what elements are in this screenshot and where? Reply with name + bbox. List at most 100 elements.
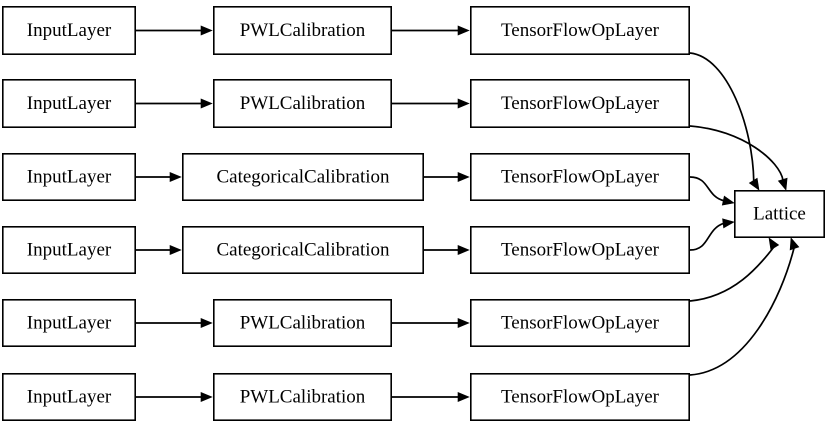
edge-op-5-to-lattice xyxy=(689,237,780,302)
edge-arrowhead xyxy=(169,244,182,256)
edge-input-3-to-calib-3 xyxy=(136,171,182,183)
node-lattice[interactable]: Lattice xyxy=(733,190,825,239)
edge-curve xyxy=(689,247,795,376)
node-box-calib-6 xyxy=(213,372,392,421)
node-label-calib-3: CategoricalCalibration xyxy=(216,166,390,187)
edge-arrowhead xyxy=(200,25,213,36)
node-box-op-5 xyxy=(469,298,690,347)
edge-arrowhead xyxy=(722,218,735,229)
node-input-3[interactable]: InputLayer xyxy=(1,153,136,202)
edge-arrowhead xyxy=(457,391,470,403)
node-label-input-2: InputLayer xyxy=(27,93,112,114)
node-box-input-3 xyxy=(1,153,136,202)
edge-input-4-to-calib-4 xyxy=(136,244,182,256)
edge-arrowhead xyxy=(748,177,760,191)
node-box-input-6 xyxy=(1,372,136,421)
edge-curve xyxy=(689,222,725,251)
edge-op-2-to-lattice xyxy=(689,125,788,191)
node-box-calib-5 xyxy=(213,298,392,347)
edge-op-6-to-lattice xyxy=(689,237,800,376)
edge-curve xyxy=(689,176,725,202)
node-label-op-4: TensorFlowOpLayer xyxy=(501,239,660,260)
node-label-lattice: Lattice xyxy=(753,203,806,224)
node-box-calib-1 xyxy=(213,6,392,56)
edge-calib-3-to-op-3 xyxy=(424,171,470,183)
edge-arrowhead xyxy=(169,171,182,183)
edge-arrowhead xyxy=(457,317,470,329)
edge-calib-4-to-op-4 xyxy=(424,244,470,256)
node-label-op-2: TensorFlowOpLayer xyxy=(501,93,660,114)
node-box-op-6 xyxy=(469,372,690,421)
node-box-calib-4 xyxy=(182,226,424,275)
node-box-lattice xyxy=(733,190,825,239)
node-label-calib-4: CategoricalCalibration xyxy=(216,239,390,260)
edge-calib-2-to-op-2 xyxy=(392,98,470,109)
node-box-input-1 xyxy=(1,6,136,56)
node-input-5[interactable]: InputLayer xyxy=(1,298,136,347)
node-box-op-4 xyxy=(469,226,690,275)
node-label-input-4: InputLayer xyxy=(27,239,112,260)
edge-arrowhead xyxy=(457,98,470,109)
edge-arrowhead xyxy=(777,177,788,191)
edge-arrowhead xyxy=(789,237,800,251)
edge-input-5-to-calib-5 xyxy=(136,317,213,329)
node-calib-4[interactable]: CategoricalCalibration xyxy=(182,226,424,275)
node-op-5[interactable]: TensorFlowOpLayer xyxy=(469,298,690,347)
node-op-2[interactable]: TensorFlowOpLayer xyxy=(469,79,690,129)
node-label-op-1: TensorFlowOpLayer xyxy=(501,20,660,41)
edge-arrowhead xyxy=(768,237,780,251)
edge-arrowhead xyxy=(200,391,213,403)
node-label-calib-1: PWLCalibration xyxy=(240,20,366,41)
edge-arrowhead xyxy=(457,25,470,36)
edges-layer xyxy=(136,25,800,403)
edge-input-1-to-calib-1 xyxy=(136,25,213,36)
node-label-calib-5: PWLCalibration xyxy=(240,312,366,333)
node-label-calib-2: PWLCalibration xyxy=(240,93,366,114)
edge-op-4-to-lattice xyxy=(689,218,735,251)
node-box-input-2 xyxy=(1,79,136,129)
node-calib-3[interactable]: CategoricalCalibration xyxy=(182,153,424,202)
node-box-calib-2 xyxy=(213,79,392,129)
node-label-op-5: TensorFlowOpLayer xyxy=(501,312,660,333)
edge-curve xyxy=(689,125,784,181)
node-box-op-1 xyxy=(469,6,690,56)
edge-input-6-to-calib-6 xyxy=(136,391,213,403)
node-op-1[interactable]: TensorFlowOpLayer xyxy=(469,6,690,56)
edge-arrowhead xyxy=(457,171,470,183)
node-box-calib-3 xyxy=(182,153,424,202)
edge-arrowhead xyxy=(457,244,470,256)
node-calib-1[interactable]: PWLCalibration xyxy=(213,6,392,56)
node-input-6[interactable]: InputLayer xyxy=(1,372,136,421)
node-box-op-3 xyxy=(469,153,690,202)
edge-calib-5-to-op-5 xyxy=(392,317,470,329)
edge-calib-1-to-op-1 xyxy=(392,25,470,36)
node-op-3[interactable]: TensorFlowOpLayer xyxy=(469,153,690,202)
node-label-input-3: InputLayer xyxy=(27,166,112,187)
node-box-op-2 xyxy=(469,79,690,129)
edge-op-3-to-lattice xyxy=(689,176,735,206)
node-label-input-6: InputLayer xyxy=(27,386,112,407)
edge-input-2-to-calib-2 xyxy=(136,98,213,109)
node-label-input-1: InputLayer xyxy=(27,20,112,41)
node-op-4[interactable]: TensorFlowOpLayer xyxy=(469,226,690,275)
node-op-6[interactable]: TensorFlowOpLayer xyxy=(469,372,690,421)
node-calib-6[interactable]: PWLCalibration xyxy=(213,372,392,421)
edge-curve xyxy=(689,246,775,302)
edge-arrowhead xyxy=(721,195,735,206)
edge-calib-6-to-op-6 xyxy=(392,391,470,403)
edge-op-1-to-lattice xyxy=(689,52,760,191)
edge-arrowhead xyxy=(200,98,213,109)
node-input-4[interactable]: InputLayer xyxy=(1,226,136,275)
edge-curve xyxy=(689,52,755,182)
node-box-input-4 xyxy=(1,226,136,275)
nodes-layer: InputLayerInputLayerInputLayerInputLayer… xyxy=(1,6,825,421)
node-label-op-6: TensorFlowOpLayer xyxy=(501,386,660,407)
node-label-op-3: TensorFlowOpLayer xyxy=(501,166,660,187)
node-input-2[interactable]: InputLayer xyxy=(1,79,136,129)
node-calib-2[interactable]: PWLCalibration xyxy=(213,79,392,129)
edge-arrowhead xyxy=(200,317,213,329)
node-calib-5[interactable]: PWLCalibration xyxy=(213,298,392,347)
node-input-1[interactable]: InputLayer xyxy=(1,6,136,56)
